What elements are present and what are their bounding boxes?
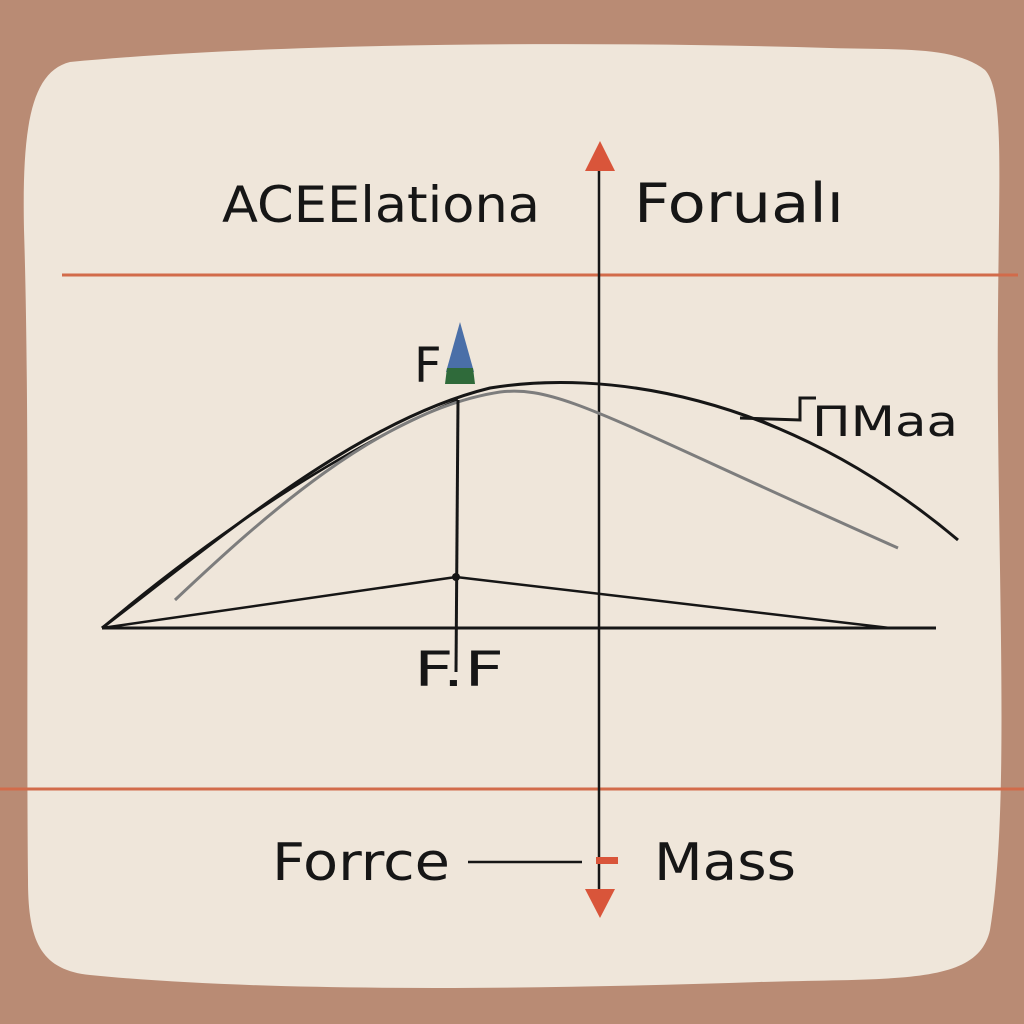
- apex-marker-green-icon: [445, 368, 475, 384]
- paper-card: [23, 44, 1002, 988]
- title-left: ACEElationa: [222, 176, 540, 234]
- side-label: ΠMaa: [812, 397, 958, 446]
- apex-marker-blue-icon: [446, 322, 474, 372]
- apex-drop-line: [454, 399, 460, 673]
- apex-label: F: [414, 338, 442, 394]
- vertex-dot: [452, 573, 460, 581]
- bottom-arrowhead-icon: [585, 889, 615, 918]
- mass-label: Mass: [654, 833, 796, 893]
- gray-curve: [173, 389, 899, 602]
- title-right: Forualı: [634, 172, 844, 235]
- lower-left-line: [101, 575, 457, 630]
- lower-right-line: [455, 575, 891, 630]
- side-label-tick: [759, 418, 801, 440]
- base-label: F.F: [414, 642, 504, 698]
- side-label-connector: [739, 396, 816, 422]
- axis-tick-mark: [596, 857, 618, 864]
- force-label: Forrce: [272, 833, 450, 893]
- top-arrowhead-icon: [585, 141, 615, 171]
